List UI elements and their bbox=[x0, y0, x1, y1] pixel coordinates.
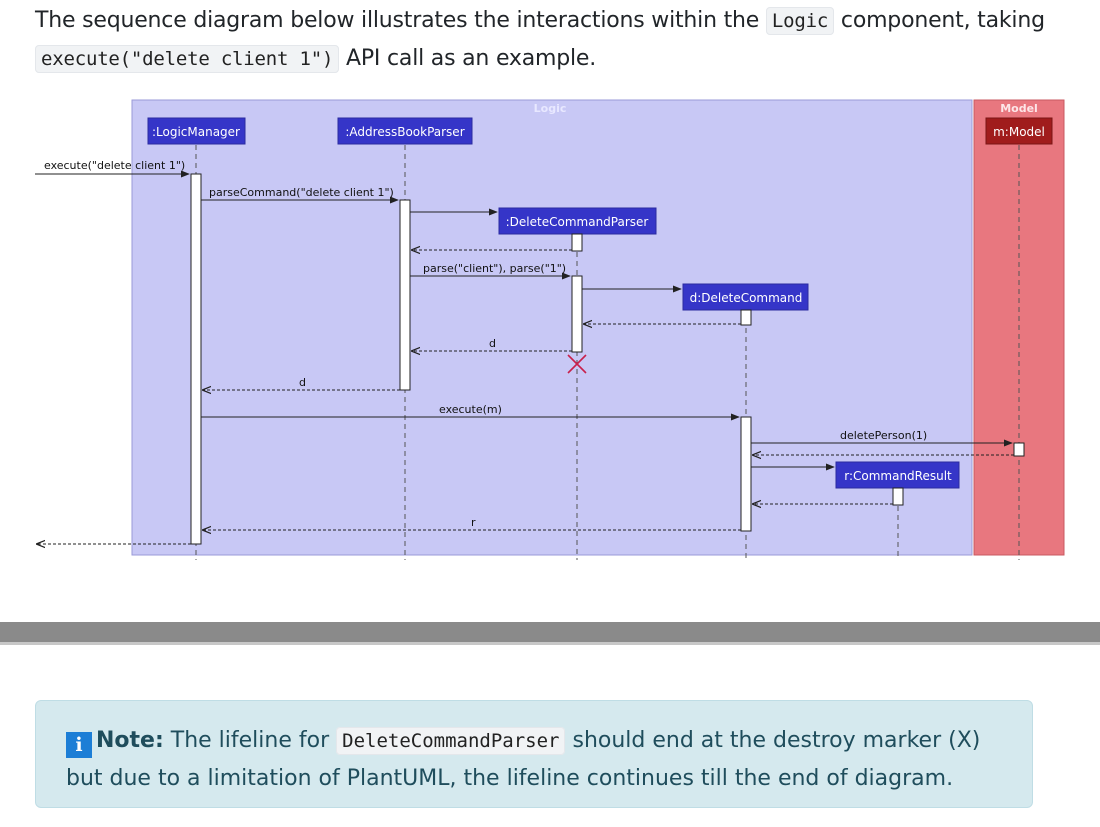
participant-model bbox=[985, 117, 1053, 145]
activation-commandresult bbox=[892, 487, 904, 506]
sequence-diagram: Logic Model :LogicManager :AddressBookPa… bbox=[35, 92, 1090, 571]
msg-return-d-1-label: d bbox=[489, 337, 496, 350]
activation-deletecommandparser-1 bbox=[571, 233, 583, 252]
participant-logicmanager-label: :LogicManager bbox=[152, 125, 240, 139]
participant-commandresult-label: r:CommandResult bbox=[844, 469, 952, 483]
activation-model bbox=[1013, 442, 1025, 457]
participant-deletecommandparser-label: :DeleteCommandParser bbox=[506, 215, 649, 229]
msg-delete-person-label: deletePerson(1) bbox=[840, 429, 927, 442]
logic-box-title: Logic bbox=[534, 102, 567, 115]
activation-deletecommand-1 bbox=[740, 309, 752, 326]
intro-text-2: component, taking bbox=[840, 8, 1045, 33]
participant-addressbookparser-label: :AddressBookParser bbox=[345, 125, 464, 139]
participant-commandresult bbox=[835, 461, 960, 489]
msg-execute-m-label: execute(m) bbox=[439, 403, 502, 416]
participant-addressbookparser bbox=[337, 117, 473, 145]
note-label: Note: bbox=[96, 728, 164, 753]
activation-logicmanager bbox=[190, 173, 202, 545]
section-divider bbox=[0, 622, 1100, 645]
model-box-title: Model bbox=[1000, 102, 1038, 115]
code-execute: execute("delete client 1") bbox=[35, 45, 340, 73]
msg-parse-command-label: parseCommand("delete client 1") bbox=[209, 186, 394, 199]
intro-text-1: The sequence diagram below illustrates t… bbox=[35, 8, 760, 33]
code-logic: Logic bbox=[765, 7, 835, 35]
msg-return-d-2-label: d bbox=[299, 376, 306, 389]
note-code: DeleteCommandParser bbox=[336, 727, 566, 755]
msg-return-r-label: r bbox=[471, 516, 476, 529]
intro-paragraph: The sequence diagram below illustrates t… bbox=[35, 2, 1085, 78]
participant-logicmanager bbox=[147, 117, 246, 145]
destroy-marker-icon bbox=[567, 354, 587, 374]
participant-deletecommand-label: d:DeleteCommand bbox=[690, 291, 803, 305]
activation-deletecommand-2 bbox=[740, 416, 752, 532]
activation-addressbookparser bbox=[399, 199, 411, 391]
msg-execute-call-label: execute("delete client 1") bbox=[44, 159, 185, 172]
msg-parse-args-label: parse("client"), parse("1") bbox=[423, 262, 566, 275]
intro-text-3: API call as an example. bbox=[346, 46, 597, 71]
participant-deletecommandparser bbox=[498, 207, 657, 235]
note-text-1: The lifeline for bbox=[170, 728, 330, 753]
participant-model-label: m:Model bbox=[993, 125, 1045, 139]
logic-box bbox=[131, 99, 973, 556]
activation-deletecommandparser-2 bbox=[571, 275, 583, 353]
note-text-2: should end at the destroy marker (X) but… bbox=[66, 728, 981, 791]
participant-deletecommand bbox=[682, 283, 809, 311]
info-icon: i bbox=[66, 732, 92, 758]
